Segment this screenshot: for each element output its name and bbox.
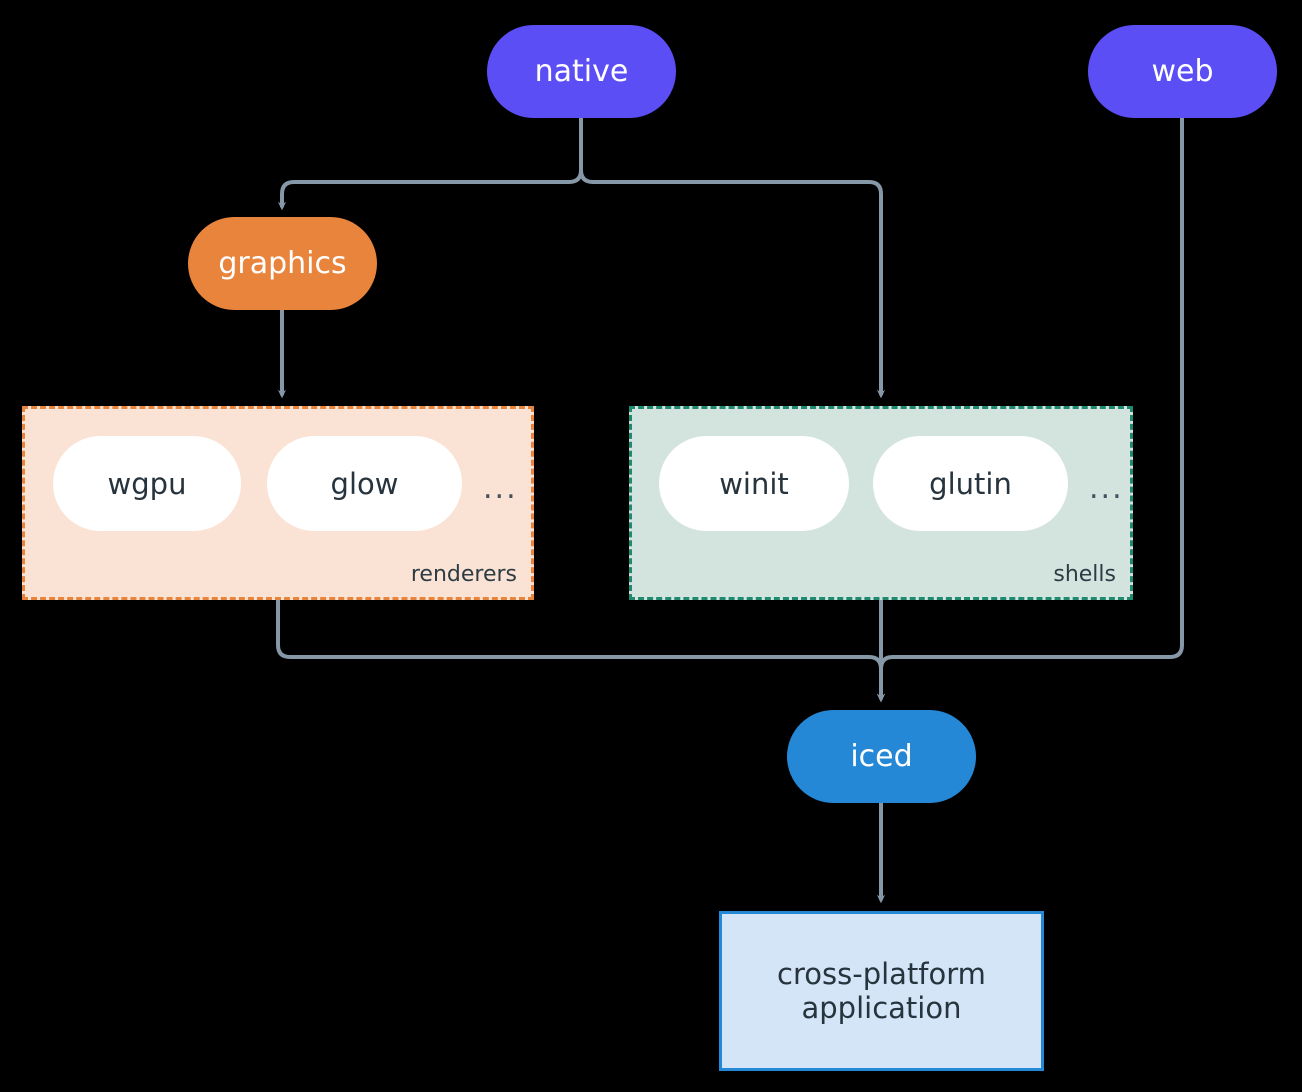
node-iced[interactable]: iced [787,710,976,803]
node-native[interactable]: native [487,25,676,118]
group-shells-title: shells [1053,562,1116,587]
member-winit[interactable]: winit [659,436,849,531]
member-wgpu[interactable]: wgpu [53,436,241,531]
member-glow-label: glow [330,466,399,501]
node-cross-platform-application-label: cross-platform application [777,956,986,1025]
member-winit-label: winit [719,466,789,501]
node-iced-label: iced [850,738,913,774]
group-renderers-title: renderers [410,562,517,587]
member-glutin[interactable]: glutin [873,436,1068,531]
node-graphics-label: graphics [218,245,347,281]
node-web[interactable]: web [1088,25,1277,118]
node-web-label: web [1151,53,1214,89]
edge-renderers-to-iced [276,598,886,703]
member-glow[interactable]: glow [267,436,462,531]
group-renderers: wgpu glow ... renderers [22,406,534,600]
node-cross-platform-application[interactable]: cross-platform application [719,911,1044,1071]
group-shells: winit glutin ... shells [629,406,1133,600]
member-glutin-label: glutin [929,466,1012,501]
member-wgpu-label: wgpu [107,466,187,501]
edge-native-to-graphics [277,116,583,211]
node-graphics[interactable]: graphics [188,217,377,310]
shells-overflow-ellipsis: ... [1089,471,1124,506]
edge-native-to-shells [579,116,886,399]
node-native-label: native [534,53,629,89]
renderers-overflow-ellipsis: ... [483,471,518,506]
